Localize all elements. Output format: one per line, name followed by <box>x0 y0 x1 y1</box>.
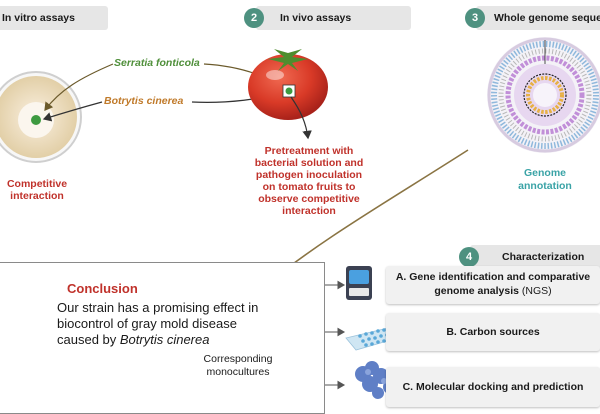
invivo-desc-line: bacterial solution and <box>254 157 364 169</box>
competitive-line: Competitive <box>6 178 68 190</box>
annotation-line: annotation <box>518 180 572 192</box>
step-1-header: In vitro assays <box>0 6 108 30</box>
step-4-header: Characterization <box>470 245 600 269</box>
genome-annotation-label: Genome annotation <box>510 167 580 193</box>
char-b-label: B. Carbon sources <box>446 326 540 338</box>
serratia-label: Serratia fonticola <box>114 57 200 69</box>
step-4-number: 4 <box>459 247 479 267</box>
sequencer-icon <box>346 266 372 300</box>
char-a-genome: genome analysis <box>434 285 519 297</box>
tomato-icon <box>248 45 328 120</box>
conclusion-species: Botrytis cinerea <box>119 332 210 347</box>
competitive-interaction-label: Competitive interaction <box>0 178 76 202</box>
char-a-line-1: A. Gene identification and comparative <box>395 271 591 283</box>
invivo-desc-line: on tomato fruits to <box>262 181 356 193</box>
tomato-desc-arrow <box>290 96 312 140</box>
characterization-b-box: B. Carbon sources <box>386 313 600 351</box>
genome-map-icon <box>487 37 600 153</box>
step-1-title: In vitro assays <box>2 12 75 24</box>
monocultures-line-1: Corresponding <box>203 353 273 365</box>
invivo-desc-line: interaction <box>282 205 336 217</box>
conclusion-line-2: biocontrol of gray mold disease <box>57 316 237 331</box>
botrytis-label: Botrytis cinerea <box>104 95 184 107</box>
botrytis-arrow <box>42 101 103 122</box>
interaction-line: interaction <box>10 190 64 202</box>
characterization-a-box: A. Gene identification and comparative g… <box>386 266 600 304</box>
invivo-desc-line: Pretreatment with <box>264 145 354 157</box>
conclusion-title: Conclusion <box>67 281 138 296</box>
monocultures-line-2: monocultures <box>206 366 270 378</box>
step-3-title: Whole genome sequen <box>494 12 600 24</box>
step-2-header: In vivo assays <box>256 6 411 30</box>
step-2-number: 2 <box>244 8 264 28</box>
conclusion-line-3: caused by Botrytis cinerea <box>57 332 267 348</box>
step-3-number: 3 <box>465 8 485 28</box>
invivo-desc-line: observe competitive <box>258 193 360 205</box>
char-c-label: C. Molecular docking and prediction <box>402 381 584 393</box>
conclusion-text: Our strain has a promising effect in bio… <box>57 300 267 348</box>
invivo-desc-line: pathogen inoculation <box>255 169 363 181</box>
char-a-line-2: genome analysis (NGS) <box>386 284 600 298</box>
conclusion-line-3-prefix: caused by <box>57 332 120 347</box>
step-3-header: Whole genome sequen <box>476 6 600 30</box>
step-4-title: Characterization <box>502 251 585 263</box>
char-a-ngs: (NGS) <box>521 285 552 297</box>
petri-dish-icon <box>0 71 82 163</box>
serratia-arrow <box>44 63 114 111</box>
characterization-c-box: C. Molecular docking and prediction <box>386 367 600 407</box>
step-2-title: In vivo assays <box>280 12 352 24</box>
conclusion-box: Conclusion Our strain has a promising ef… <box>0 262 325 414</box>
invivo-description: Pretreatment with bacterial solution and… <box>238 145 380 217</box>
monocultures-label: Corresponding monocultures <box>192 353 284 379</box>
genome-line: Genome <box>523 167 566 179</box>
conclusion-line-1: Our strain has a promising effect in <box>57 300 259 315</box>
